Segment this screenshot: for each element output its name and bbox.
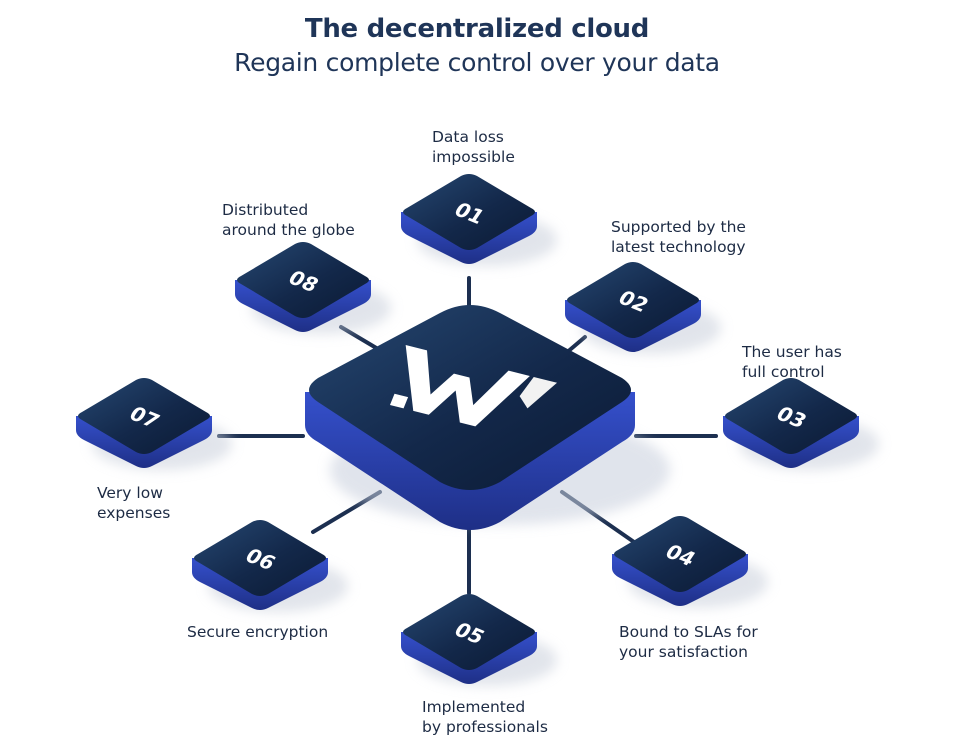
node-label-line: Very low bbox=[97, 484, 163, 502]
node-label-line: by professionals bbox=[422, 718, 548, 736]
tile-top bbox=[403, 594, 535, 670]
tile-top bbox=[403, 174, 535, 250]
node-tile-04: 04 bbox=[612, 516, 768, 608]
node-label-07: Very low expenses bbox=[97, 483, 170, 523]
node-label-06: Secure encryption bbox=[187, 622, 328, 642]
node-label-line: Bound to SLAs for bbox=[619, 623, 758, 641]
node-label-08: Distributed around the globe bbox=[222, 200, 355, 240]
node-tile-06: 06 bbox=[192, 520, 348, 612]
node-label-05: Implemented by professionals bbox=[422, 697, 548, 737]
logo-w-icon bbox=[405, 345, 530, 427]
node-label-02: Supported by the latest technology bbox=[611, 217, 746, 257]
node-label-line: Secure encryption bbox=[187, 623, 329, 641]
node-label-04: Bound to SLAs for your satisfaction bbox=[619, 622, 758, 662]
node-label-line: your satisfaction bbox=[619, 643, 748, 661]
node-label-line: around the globe bbox=[222, 221, 355, 239]
node-label-line: Distributed bbox=[222, 201, 309, 219]
tile-top bbox=[78, 378, 210, 454]
node-tile-02: 02 bbox=[565, 262, 721, 354]
node-label-line: Implemented bbox=[422, 698, 526, 716]
node-label-line: impossible bbox=[432, 148, 515, 166]
tile-top bbox=[614, 516, 746, 592]
tile-top bbox=[567, 262, 699, 338]
node-label-line: latest technology bbox=[611, 238, 746, 256]
center-hub bbox=[305, 305, 670, 530]
diagram-subtitle: Regain complete control over your data bbox=[234, 48, 720, 77]
node-label-line: expenses bbox=[97, 504, 171, 522]
node-tile-03: 03 bbox=[723, 378, 879, 470]
node-tile-07: 07 bbox=[76, 378, 232, 470]
node-tile-01: 01 bbox=[401, 174, 557, 266]
hub-logo bbox=[389, 345, 558, 427]
node-label-line: full control bbox=[742, 363, 825, 381]
node-label-03: The user has full control bbox=[742, 342, 842, 382]
tile-top bbox=[725, 378, 857, 454]
tile-top bbox=[194, 520, 326, 596]
node-label-line: The user has bbox=[742, 343, 842, 361]
diagram-title: The decentralized cloud bbox=[304, 14, 650, 44]
node-label-line: Data loss bbox=[432, 128, 504, 146]
node-label-line: Supported by the bbox=[611, 218, 746, 236]
tile-top bbox=[237, 242, 369, 318]
node-tile-05: 05 bbox=[401, 594, 557, 686]
node-label-01: Data loss impossible bbox=[432, 127, 515, 167]
node-tile-08: 08 bbox=[235, 242, 391, 334]
